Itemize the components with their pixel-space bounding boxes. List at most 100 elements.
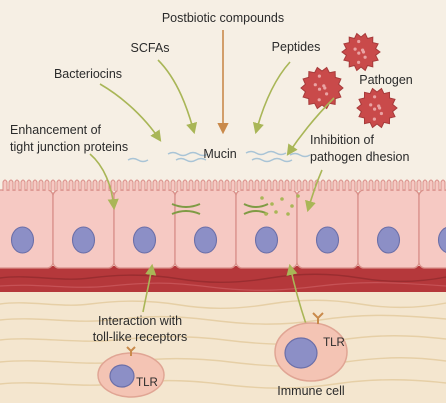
microvillus (242, 179, 248, 191)
microvillus (308, 179, 314, 191)
microvillus (74, 179, 80, 191)
label-tlr-large: TLR (323, 337, 345, 349)
label-tlr-interaction-2: toll-like receptors (93, 330, 187, 344)
label-tight-junction-1: Enhancement of (10, 123, 102, 137)
cell-nucleus (193, 226, 218, 254)
label-immune-cell: Immune cell (277, 384, 344, 398)
pathogen-icon (341, 32, 381, 72)
microvillus (68, 179, 74, 191)
microvilli (2, 179, 446, 191)
epithelial-cell (418, 189, 446, 269)
cell-nucleus (254, 226, 279, 254)
labels: Postbiotic compounds SCFAs Peptides Bact… (10, 11, 413, 398)
microvillus (32, 179, 38, 191)
microvillus (194, 179, 200, 191)
tight-junction-left (171, 203, 201, 215)
pathogen-icon (300, 66, 344, 110)
microvillus (20, 179, 26, 191)
label-inhibition-1: Inhibition of (310, 133, 374, 147)
microvillus (26, 179, 32, 191)
microvillus (80, 179, 86, 191)
microvillus (404, 179, 410, 191)
postbiotic-dots (260, 194, 300, 216)
microvillus (122, 179, 128, 191)
lamina-propria (0, 266, 446, 292)
microvillus (134, 179, 140, 191)
arrow-bacteriocins (99, 83, 162, 142)
microvillus (338, 179, 344, 191)
microvillus (140, 179, 146, 191)
microvillus (224, 179, 230, 191)
microvillus (44, 179, 50, 191)
pathogen-icon (356, 87, 398, 129)
microvillus (398, 179, 404, 191)
microvillus (440, 179, 446, 191)
cell-nucleus (376, 226, 401, 254)
microvillus (158, 179, 164, 191)
microvillus (380, 179, 386, 191)
microvillus (110, 179, 116, 191)
microvillus (428, 179, 434, 191)
microvillus (272, 179, 278, 191)
label-bacteriocins: Bacteriocins (54, 67, 122, 81)
tlr-receptor-icon (126, 346, 136, 356)
microvillus (50, 179, 56, 191)
microvillus (260, 179, 266, 191)
microvillus (254, 179, 260, 191)
microvillus (374, 179, 380, 191)
arrow-pathogen-adhesion (305, 169, 323, 213)
arrows (89, 30, 335, 325)
epithelial-cells (0, 189, 446, 269)
microvillus (326, 179, 332, 191)
microvillus (434, 179, 440, 191)
microvillus (248, 179, 254, 191)
microvillus (392, 179, 398, 191)
label-tlr-interaction-1: Interaction with (98, 314, 182, 328)
label-tight-junction-2: tight junction proteins (10, 140, 128, 154)
arrow-tight-junction (89, 153, 119, 211)
microvillus (146, 179, 152, 191)
microvillus (350, 179, 356, 191)
microvillus (356, 179, 362, 191)
microvillus (236, 179, 242, 191)
cell-nucleus (10, 226, 35, 254)
microvillus (320, 179, 326, 191)
arrow-tlr-interaction (142, 263, 157, 313)
microvillus (332, 179, 338, 191)
mucin-layer (127, 150, 311, 163)
tlr-receptor-icon (312, 312, 324, 324)
microvillus (278, 179, 284, 191)
arrow-immune-cell (286, 263, 307, 325)
cell-nucleus (71, 226, 96, 254)
label-tlr-small: TLR (136, 377, 158, 389)
label-peptides: Peptides (272, 40, 321, 54)
microvillus (410, 179, 416, 191)
microvillus (218, 179, 224, 191)
microvillus (188, 179, 194, 191)
microvillus (290, 179, 296, 191)
microvillus (56, 179, 62, 191)
microvillus (38, 179, 44, 191)
label-mucin: Mucin (203, 147, 236, 161)
pathogen-icons (300, 32, 398, 129)
microvillus (200, 179, 206, 191)
label-scfas: SCFAs (131, 41, 170, 55)
microvillus (266, 179, 272, 191)
microvillus (8, 179, 14, 191)
microvillus (386, 179, 392, 191)
microvillus (116, 179, 122, 191)
cell-nucleus (132, 226, 157, 254)
microvillus (302, 179, 308, 191)
microvillus (98, 179, 104, 191)
cell-nucleus (437, 227, 446, 253)
label-postbiotic: Postbiotic compounds (162, 11, 284, 25)
microvillus (164, 179, 170, 191)
microvillus (296, 179, 302, 191)
microvillus (128, 179, 134, 191)
microvillus (416, 179, 422, 191)
immune-cell-large (274, 312, 348, 382)
microvillus (314, 179, 320, 191)
cell-nucleus (315, 226, 340, 254)
microvillus (362, 179, 368, 191)
